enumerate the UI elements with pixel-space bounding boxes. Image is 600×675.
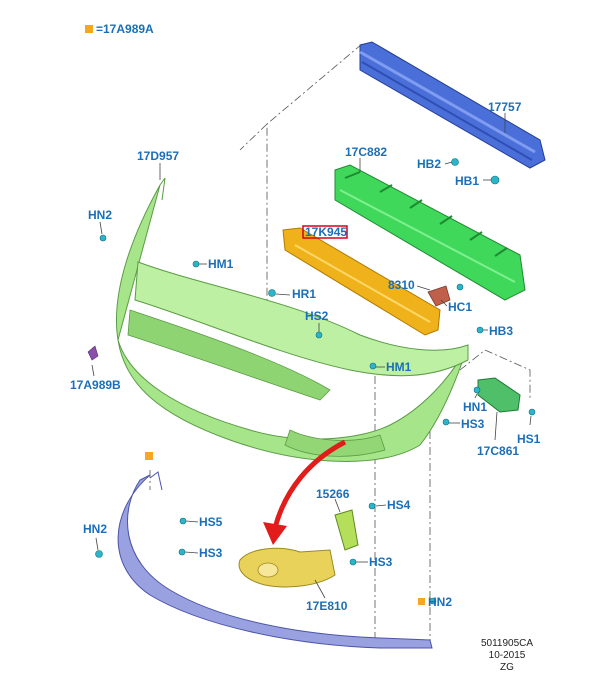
label-hs3-right: HS3 <box>461 417 485 431</box>
energy-absorber-17c882 <box>334 164 526 301</box>
label-hs1: HS1 <box>517 432 541 446</box>
impact-strip-17k945 <box>282 227 441 336</box>
label-hs3-left: HS3 <box>199 546 223 560</box>
lower-lip-spoiler <box>117 471 433 649</box>
bracket-17c861 <box>477 377 521 413</box>
label-17k945: 17K945 <box>305 225 347 239</box>
footer-code: 5011905CA <box>481 638 533 649</box>
callout-labels: 17757 HB2 HB1 17D957 17C882 HN2 HM1 17K9… <box>70 100 541 613</box>
red-arrow <box>263 439 347 545</box>
label-17c882: 17C882 <box>345 145 387 159</box>
bumper-fascia-17d957 <box>116 177 469 462</box>
label-hm1-left: HM1 <box>208 257 234 271</box>
label-hc1: HC1 <box>448 300 472 314</box>
bracket-15266 <box>334 509 359 551</box>
label-hn2-left: HN2 <box>83 522 107 536</box>
label-15266: 15266 <box>316 487 350 501</box>
highlight-box <box>302 225 348 239</box>
label-hb1: HB1 <box>455 174 479 188</box>
legend-marker-instance <box>418 598 425 605</box>
label-hm1-mid: HM1 <box>386 360 412 374</box>
label-hn2-top: HN2 <box>88 208 112 222</box>
bumper-reinforcement-17757 <box>359 41 546 169</box>
label-hs5: HS5 <box>199 515 223 529</box>
label-hn2-bottom: HN2 <box>428 595 452 609</box>
label-17c861: 17C861 <box>477 444 519 458</box>
label-hb2: HB2 <box>417 157 441 171</box>
fastener-17a989b <box>87 345 99 361</box>
label-17a989b: 17A989B <box>70 378 121 392</box>
legend-label: =17A989A <box>96 22 154 36</box>
label-hr1: HR1 <box>292 287 316 301</box>
label-hs4: HS4 <box>387 498 411 512</box>
label-hs3-lower: HS3 <box>369 555 393 569</box>
drawing-footer: 5011905CA 10-2015 ZG <box>481 638 533 673</box>
footer-date: 10-2015 <box>489 650 526 661</box>
label-17e810: 17E810 <box>306 599 348 613</box>
label-hn1: HN1 <box>463 400 487 414</box>
label-hs2: HS2 <box>305 309 329 323</box>
label-17d957: 17D957 <box>137 149 179 163</box>
legend-marker-instance <box>145 452 153 460</box>
label-hb3: HB3 <box>489 324 513 338</box>
footer-initials: ZG <box>500 662 514 673</box>
assembly-lines <box>149 43 531 640</box>
leader-lines <box>91 113 532 599</box>
bracket-17e810 <box>238 547 336 588</box>
bracket-8310 <box>427 285 451 307</box>
label-8310: 8310 <box>388 278 415 292</box>
legend-marker <box>85 25 93 33</box>
label-17757: 17757 <box>488 100 522 114</box>
